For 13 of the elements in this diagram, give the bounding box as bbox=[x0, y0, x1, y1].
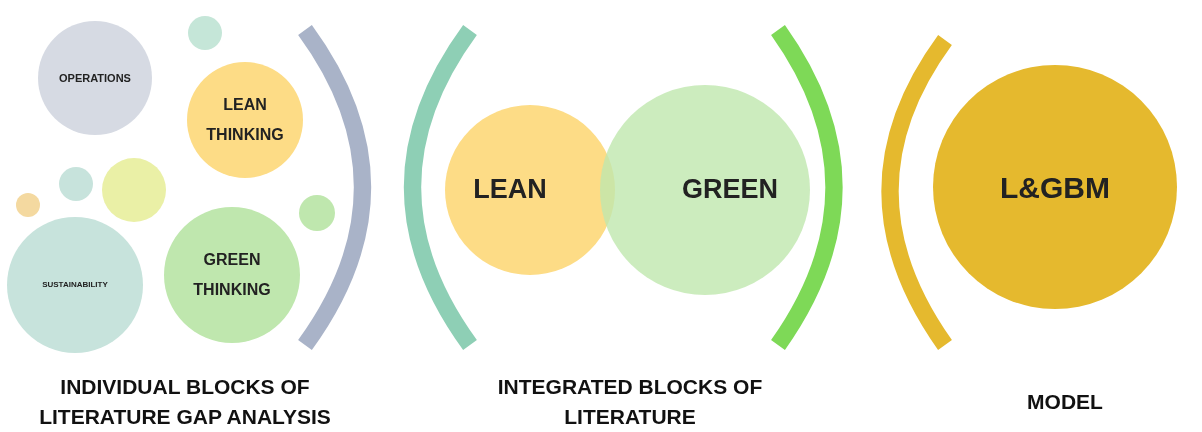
decorative-circle bbox=[59, 167, 93, 201]
section-label: MODEL bbox=[1026, 389, 1104, 415]
decorative-circle bbox=[299, 195, 335, 231]
topic-circle: SUSTAINABILITY bbox=[7, 217, 143, 353]
decorative-circle bbox=[16, 193, 40, 217]
topic-circle: GREEN THINKING bbox=[164, 207, 300, 343]
topic-circle: LEAN THINKING bbox=[187, 62, 303, 178]
topic-circle: L&GBM bbox=[933, 65, 1177, 309]
decorative-circle bbox=[188, 16, 222, 50]
section-label: INDIVIDUAL BLOCKS OF LITERATURE GAP ANALYSIS bbox=[38, 374, 332, 430]
section-label: INTEGRATED BLOCKS OF LITERATURE bbox=[496, 374, 764, 430]
topic-circle: GREEN bbox=[600, 85, 810, 295]
topic-circle: OPERATIONS bbox=[38, 21, 152, 135]
